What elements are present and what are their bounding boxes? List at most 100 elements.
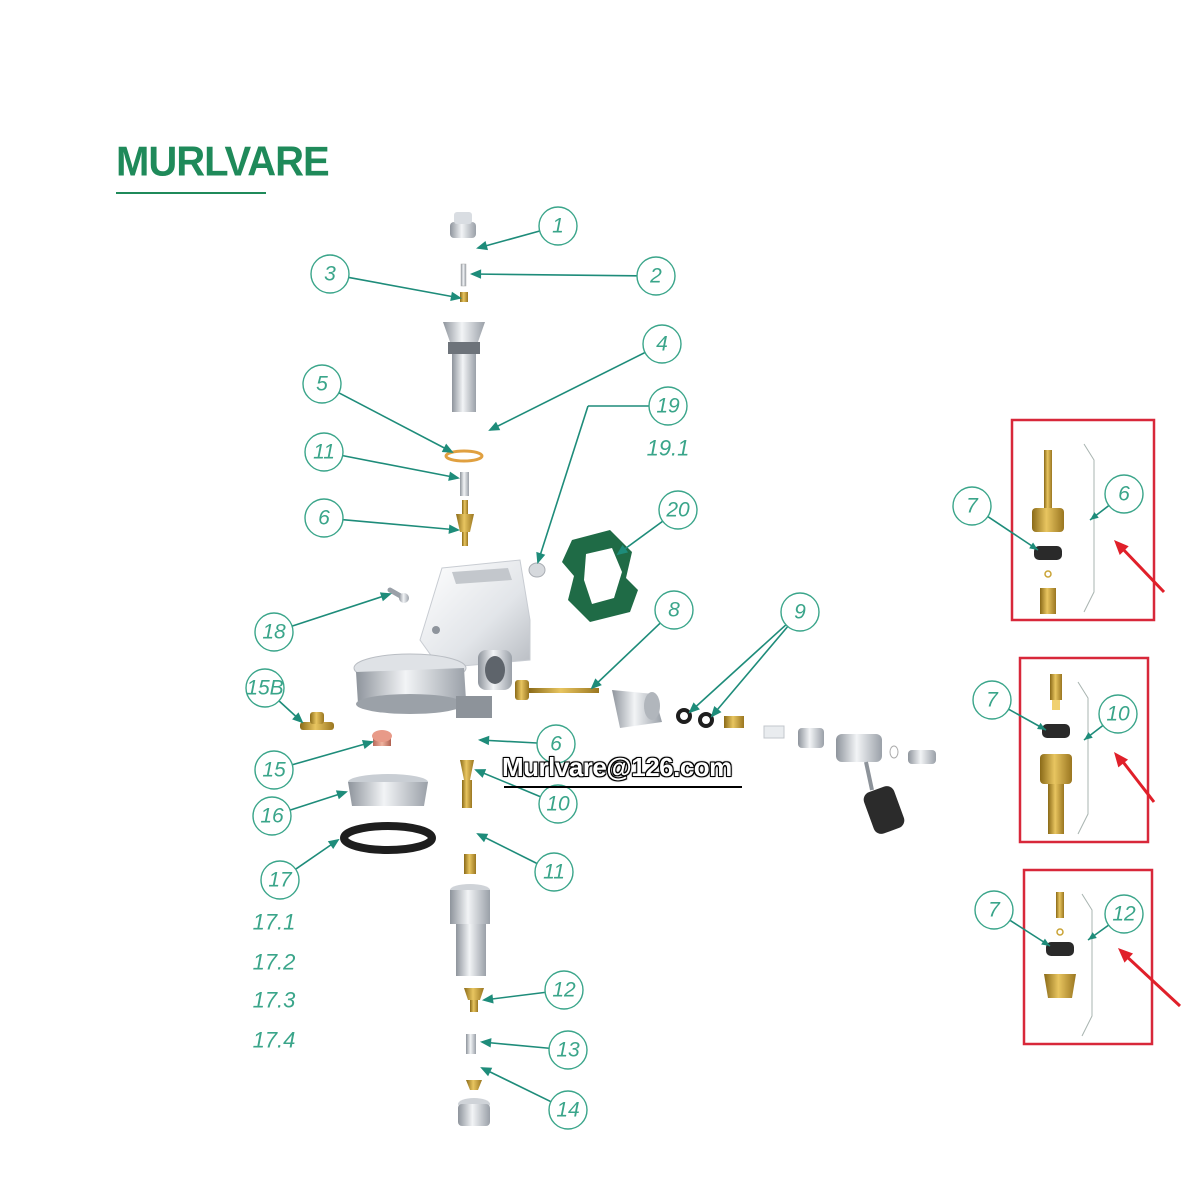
callout-number-6: 6 [550,733,562,756]
callout-number-15: 15 [262,759,286,782]
callout-number-11: 11 [313,441,335,464]
leader-line [537,405,589,563]
part-17-gasket-ring [340,822,436,854]
leader-line [348,276,461,299]
leader-arrowhead [361,739,374,750]
callout-number-2: 2 [649,265,662,288]
callout-circle [972,680,1012,720]
leader-line [489,351,646,431]
leader-arrowhead [469,269,482,279]
leader-line [475,769,541,798]
variant-label-19-1: 19.1 [647,436,690,461]
part-1-cap [450,212,476,238]
part-14-nut [458,1080,490,1126]
callout-number-3: 3 [324,263,336,286]
callout-number-19: 19 [656,395,680,418]
leader-line [711,625,789,717]
leader-arrowhead [474,769,487,778]
part-16-bowl [348,774,428,806]
leader-line [483,991,546,1001]
callout-circle [780,592,820,632]
leader-arrowhead [480,1067,493,1077]
callout-circle [974,890,1014,930]
part-13-spring [466,1034,476,1054]
leader-arrowhead [327,838,340,850]
leader-line [342,454,459,479]
callout-circle [1098,694,1138,734]
leader-arrowhead [488,421,501,431]
part-19-ball [528,562,546,578]
callout-circle [260,860,300,900]
callout-circle [310,254,350,294]
callout-number-4: 4 [656,333,668,356]
logo-text: MURLVARE [116,138,330,186]
callout-circle [548,1030,588,1070]
callout-number-18: 18 [262,621,286,644]
callout-circle [544,970,584,1010]
detail-callout-7: 7 [986,689,999,712]
idle-screw-assembly [724,716,936,834]
leader-arrowhead [477,735,490,746]
leader-arrowhead [379,592,392,602]
carburetor-body [353,559,531,718]
part-20-gasket [562,530,638,622]
leader-arrowhead [1118,948,1134,963]
callout-circle [304,498,344,538]
watermark-email: Murlvare@126.com [502,752,732,782]
leader-line [477,833,538,865]
red-pointer-arrow [1122,952,1182,1008]
leader-arrowhead [1088,932,1097,940]
callout-circle [254,612,294,652]
callout-circle [254,750,294,790]
part-6-jet-top [456,500,474,546]
leader-line [617,520,664,555]
leader-line [987,515,1039,551]
detail-part-drawing [1044,892,1076,998]
red-pointer-arrow [1118,544,1166,594]
leader-arrowhead [479,1038,492,1048]
leader-arrowhead [476,241,489,251]
variant-label-17-1: 17.1 [253,910,296,935]
detail-callout-6: 6 [1118,483,1130,506]
highlight-box [1010,418,1156,622]
part-3-nipple [460,292,468,302]
leader-line [591,622,661,689]
highlight-box [1018,656,1150,844]
callout-circle [536,724,576,764]
part-8-valve-housing [612,690,662,728]
detail-panel-6: 76 [952,418,1166,622]
part-8-needle [515,680,599,700]
callout-number-15B: 15B [246,677,283,700]
callout-circle [658,490,698,530]
part-11-spring-top [460,472,469,496]
callout-number-1: 1 [552,215,564,238]
callout-number-12: 12 [552,979,576,1002]
callout-circle [538,784,578,824]
leader-arrowhead [335,790,348,800]
leader-arrowhead [710,706,722,718]
callout-number-17: 17 [268,869,293,892]
leader-lines [278,230,789,1103]
callout-number-14: 14 [556,1099,579,1122]
detail-callout-7: 7 [966,495,979,518]
leader-arrowhead [1041,938,1050,946]
leader-arrowhead [536,551,546,564]
leader-arrowhead [441,443,454,453]
red-pointer-arrow [1118,757,1156,803]
detail-part-drawing [1040,674,1072,834]
part-cylinder-sleeve [450,884,490,976]
part-4-filter-housing [443,322,485,412]
callout-circle [1104,894,1144,934]
callout-number-10: 10 [546,793,570,816]
watermark-underline [504,786,742,788]
leader-line [342,518,459,531]
detail-callout-7: 7 [988,899,1001,922]
leader-arrowhead [292,712,304,724]
leader-arrowhead [476,833,489,843]
part-2-pin [460,263,467,287]
callout-circle [245,668,285,708]
leader-arrowhead [616,544,629,556]
leader-arrowhead [1090,512,1099,520]
brand-logo: MURLVARE [116,139,330,196]
